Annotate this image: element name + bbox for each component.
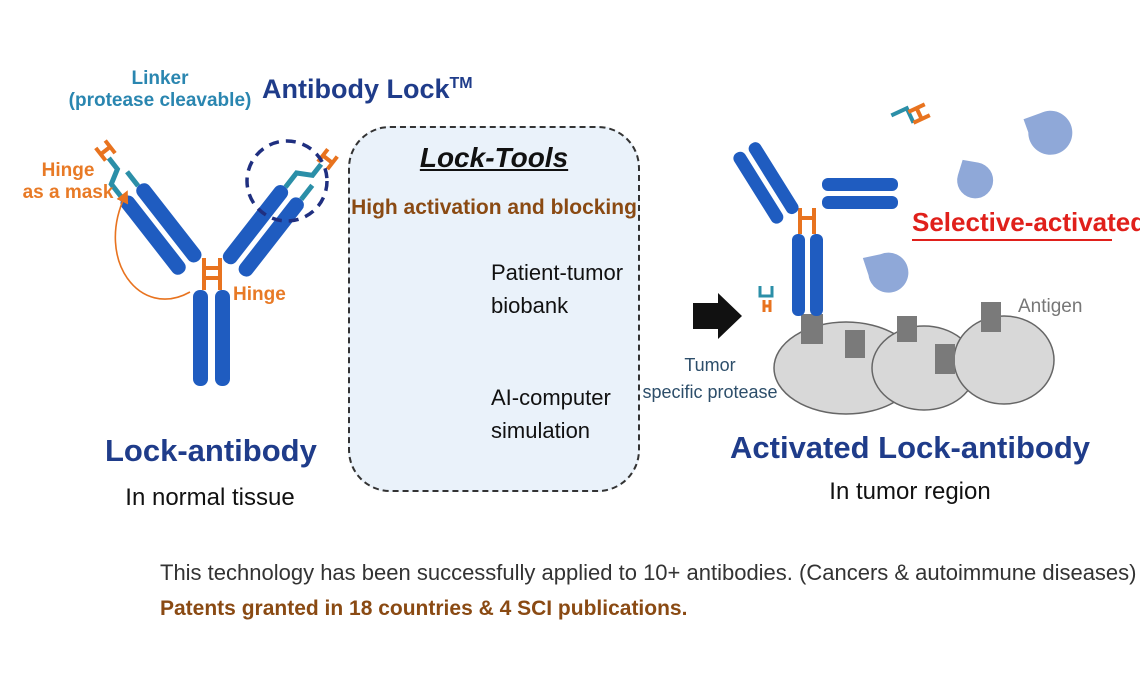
antibody-lock-title: Antibody LockTM [262, 74, 473, 105]
hinge-mask-label: Hinge as a mask [22, 160, 114, 203]
activated-antibody [733, 142, 898, 316]
lock-antibody-diagram [94, 139, 339, 386]
footer-patents: Patents granted in 18 countries & 4 SCI … [160, 597, 688, 620]
hinge-label: Hinge [233, 284, 286, 305]
tumor-cells [773, 302, 1055, 415]
heavy-chain-stem-left [193, 290, 208, 386]
lock-antibody-title: Lock-antibody [105, 433, 317, 468]
antibody-lock-highlight-circle [245, 139, 329, 223]
heavy-chain-stem-right [215, 290, 230, 386]
tool-ai-simulation-label: AI-computer simulation [491, 385, 611, 443]
lock-tools-title: Lock-Tools [419, 142, 569, 173]
lock-tools-subtitle: High activation and blocking [351, 196, 637, 219]
selective-activated-label: Selective-activated! [912, 207, 1140, 237]
footer-applications: This technology has been successfully ap… [160, 560, 1137, 585]
cleaved-mask-pieces [862, 110, 1073, 293]
protease-arrow [693, 293, 742, 339]
trademark-mark: TM [449, 75, 473, 92]
lock-tools-panel [348, 126, 640, 492]
hinge-mask-arrow [114, 190, 191, 300]
activated-antibody-title: Activated Lock-antibody [730, 430, 1090, 465]
lock-antibody-subtitle: In normal tissue [125, 484, 295, 511]
antibody-lock-text: Antibody Lock [262, 74, 450, 104]
hinge-shape [202, 258, 222, 290]
right-arm [222, 147, 339, 277]
released-linker-fragments [758, 102, 931, 312]
linker-label: Linker (protease cleavable) [68, 68, 252, 111]
protease-label: Tumor specific protease [642, 355, 778, 402]
antigen-label: Antigen [1018, 296, 1083, 317]
activated-antibody-subtitle: In tumor region [829, 478, 991, 505]
left-arm [94, 139, 202, 275]
antigen-blocks [801, 302, 1001, 374]
tool-biobank-label: Patient-tumor biobank [491, 260, 624, 318]
